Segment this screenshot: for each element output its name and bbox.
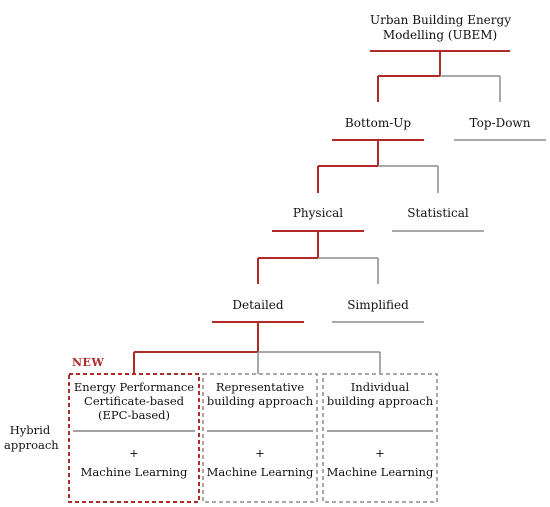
physical-node: Physical <box>292 206 344 220</box>
representative-box-plus: + <box>255 446 265 460</box>
hybrid-approach-label: Hybrid approach <box>4 423 59 453</box>
individual-box-title: Individual building approach <box>324 380 436 408</box>
top-down-node: Top-Down <box>469 116 531 130</box>
bottom-up-node: Bottom-Up <box>344 116 412 130</box>
simplified-node: Simplified <box>347 298 409 312</box>
representative-title-line2: building approach <box>206 394 314 408</box>
representative-box-title: Representative building approach <box>204 380 316 408</box>
ubem-root-line2: Modelling (UBEM) <box>382 28 498 42</box>
statistical-node: Statistical <box>407 206 469 220</box>
epc-title-line1: Energy Performance <box>73 380 195 394</box>
epc-box-border <box>68 373 200 503</box>
individual-box-ml: Machine Learning <box>326 465 434 479</box>
hybrid-line2: approach <box>4 438 59 452</box>
individual-box-plus: + <box>375 446 385 460</box>
new-tag: NEW <box>72 356 105 369</box>
epc-box-ml: Machine Learning <box>80 465 188 479</box>
hybrid-line1: Hybrid <box>9 423 51 437</box>
epc-title-line2: Certificate-based <box>84 394 184 408</box>
epc-title-line3: (EPC-based) <box>97 408 171 422</box>
individual-title-line2: building approach <box>326 394 434 408</box>
epc-box-title: Energy Performance Certificate-based (EP… <box>70 380 198 422</box>
representative-title-line1: Representative <box>215 380 305 394</box>
representative-box-ml: Machine Learning <box>206 465 314 479</box>
ubem-root-line1: Urban Building Energy <box>370 13 511 27</box>
individual-title-line1: Individual <box>350 380 410 394</box>
epc-box-plus: + <box>129 446 139 460</box>
ubem-root-node: Urban Building Energy Modelling (UBEM) <box>370 13 511 43</box>
individual-box-border <box>322 373 438 503</box>
representative-box-border <box>202 373 318 503</box>
detailed-node: Detailed <box>232 298 284 312</box>
